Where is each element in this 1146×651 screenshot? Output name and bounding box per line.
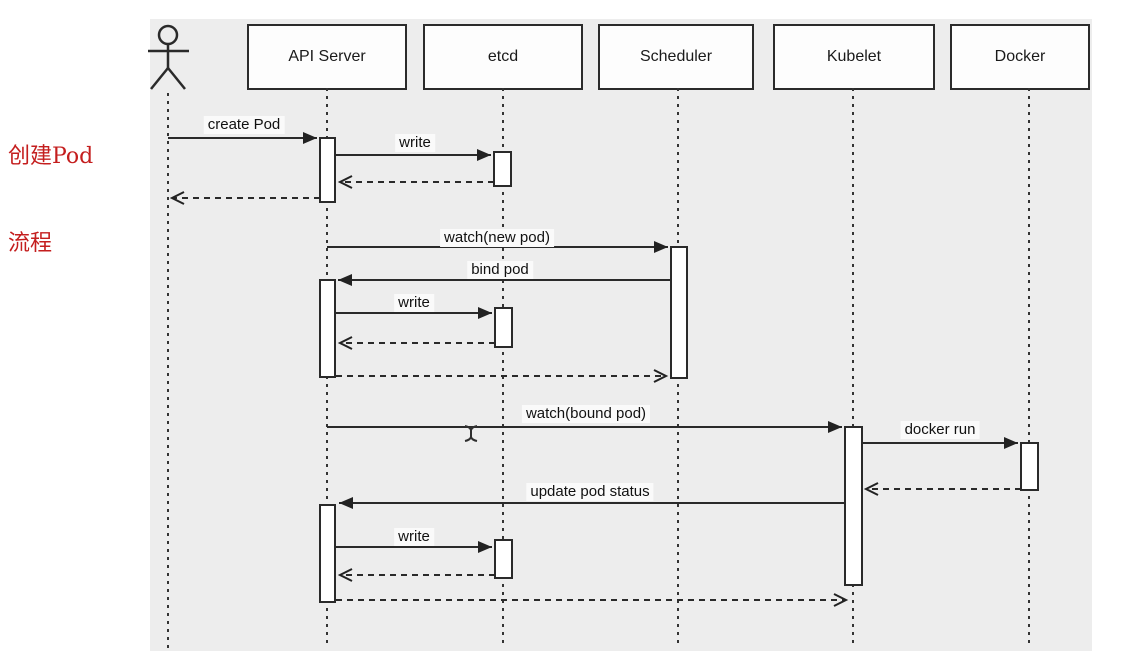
annotation-line-2: 流程: [8, 231, 53, 256]
message-label-watch-new-pod: watch(new pod): [440, 229, 554, 247]
participant-label-scheduler: Scheduler: [639, 48, 713, 65]
participant-box-kubelet: Kubelet: [773, 24, 935, 90]
participant-box-docker: Docker: [950, 24, 1090, 90]
message-label-watch-bound-pod: watch(bound pod): [521, 405, 651, 423]
activation-docker: [1020, 442, 1039, 491]
participant-box-etcd: etcd: [423, 24, 583, 90]
activation-scheduler: [670, 246, 688, 379]
actor-icon: [148, 24, 189, 90]
participant-label-etcd: etcd: [487, 48, 519, 65]
message-label-docker-run: docker run: [900, 421, 980, 439]
activation-etcd-3: [494, 539, 513, 579]
diagram-canvas: [150, 19, 1092, 651]
activation-api-server-1: [319, 137, 336, 203]
message-label-create-pod: create Pod: [203, 116, 285, 134]
annotation-create-pod-flow: 创建Pod 流程: [8, 84, 93, 316]
message-label-bind-pod: bind pod: [467, 261, 533, 279]
message-label-write-1: write: [395, 134, 435, 152]
ibeam-cursor: [464, 425, 478, 442]
activation-kubelet: [844, 426, 863, 586]
message-label-update-pod-status: update pod status: [526, 483, 654, 501]
participant-label-docker: Docker: [994, 48, 1046, 65]
participant-box-scheduler: Scheduler: [598, 24, 754, 90]
message-label-write-2: write: [394, 294, 434, 312]
participant-label-kubelet: Kubelet: [826, 48, 882, 65]
annotation-line-1: 创建Pod: [8, 144, 94, 169]
message-label-write-3: write: [394, 528, 434, 546]
participant-label-api-server: API Server: [288, 48, 366, 65]
activation-etcd-1: [493, 151, 512, 187]
activation-api-server-3: [319, 504, 336, 603]
activation-api-server-2: [319, 279, 336, 378]
activation-etcd-2: [494, 307, 513, 348]
